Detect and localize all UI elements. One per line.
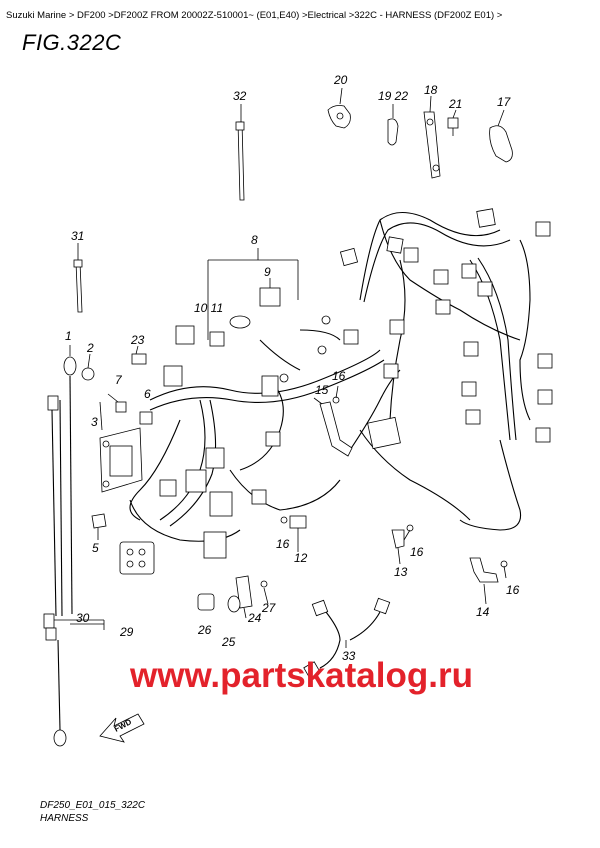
callout-16-b: 16 bbox=[276, 537, 290, 551]
part-20-clamp bbox=[327, 87, 351, 129]
part-23-bolt bbox=[131, 353, 147, 365]
callout-14: 14 bbox=[476, 605, 490, 619]
part-31-cable-tie bbox=[73, 243, 83, 313]
callout-17: 17 bbox=[497, 95, 512, 109]
callout-30: 30 bbox=[76, 611, 90, 625]
callout-16-d: 16 bbox=[506, 583, 520, 597]
callout-8: 8 bbox=[251, 233, 258, 247]
fwd-arrow: FWD bbox=[99, 713, 145, 743]
callout-27: 27 bbox=[261, 601, 277, 615]
part-24-bracket bbox=[235, 575, 268, 609]
callout-1: 1 bbox=[65, 329, 72, 343]
part-29-30-cables bbox=[43, 395, 105, 747]
main-harness-part-8 bbox=[119, 208, 553, 575]
callout-6: 6 bbox=[144, 387, 151, 401]
harness-connectors bbox=[119, 208, 553, 575]
figure-code: DF250_E01_015_322C bbox=[40, 800, 146, 811]
callout-18: 18 bbox=[424, 83, 438, 97]
part-13-bracket bbox=[391, 524, 414, 565]
callout-5: 5 bbox=[92, 541, 99, 555]
watermark-link[interactable]: www.partskatalog.ru bbox=[130, 656, 473, 695]
callout-7: 7 bbox=[115, 373, 123, 387]
callout-8-bracket bbox=[207, 248, 299, 340]
callout-10-11: 10 11 bbox=[194, 301, 223, 315]
callout-19-22: 19 22 bbox=[378, 89, 408, 103]
part-19-22-clip bbox=[387, 104, 399, 146]
callout-21: 21 bbox=[448, 97, 462, 111]
figure-name: HARNESS bbox=[40, 813, 89, 824]
part-12-clip bbox=[280, 515, 307, 552]
part-7-bolt bbox=[115, 401, 127, 413]
callout-20: 20 bbox=[333, 73, 348, 87]
figure-title: FIG.322C bbox=[22, 30, 122, 55]
part-3-plate bbox=[99, 427, 143, 493]
part-21-bolt bbox=[447, 109, 459, 136]
callout-15: 15 bbox=[315, 383, 329, 397]
callout-26: 26 bbox=[197, 623, 212, 637]
part-26-cap bbox=[197, 593, 215, 611]
part-17-clamp bbox=[489, 109, 513, 163]
callout-32: 32 bbox=[233, 89, 247, 103]
callout-31: 31 bbox=[71, 229, 84, 243]
callout-13: 13 bbox=[394, 565, 408, 579]
part-1-ground-cable bbox=[63, 345, 77, 615]
part-14-bracket bbox=[469, 557, 508, 605]
leader-lines bbox=[99, 345, 507, 619]
part-5-nut bbox=[91, 513, 107, 540]
breadcrumb[interactable]: Suzuki Marine > DF200 >DF200Z FROM 20002… bbox=[6, 10, 503, 21]
callout-24: 24 bbox=[247, 611, 262, 625]
callout-9: 9 bbox=[264, 265, 271, 279]
callout-29: 29 bbox=[119, 625, 134, 639]
part-15-bracket bbox=[319, 396, 353, 457]
callout-2: 2 bbox=[86, 341, 94, 355]
part-9-cap bbox=[229, 278, 281, 329]
callout-12: 12 bbox=[294, 551, 308, 565]
callout-23: 23 bbox=[130, 333, 145, 347]
part-2-nut bbox=[81, 353, 95, 381]
callout-16-a: 16 bbox=[332, 369, 346, 383]
callout-16-c: 16 bbox=[410, 545, 424, 559]
part-18-bracket bbox=[423, 95, 441, 179]
callout-3: 3 bbox=[91, 415, 98, 429]
part-33-sub-harness bbox=[303, 597, 391, 679]
callout-33: 33 bbox=[342, 649, 356, 663]
part-25-grommet bbox=[227, 595, 241, 613]
part-32-cable-tie bbox=[235, 104, 245, 201]
part-6-bolt bbox=[139, 411, 153, 425]
callout-25: 25 bbox=[221, 635, 236, 649]
